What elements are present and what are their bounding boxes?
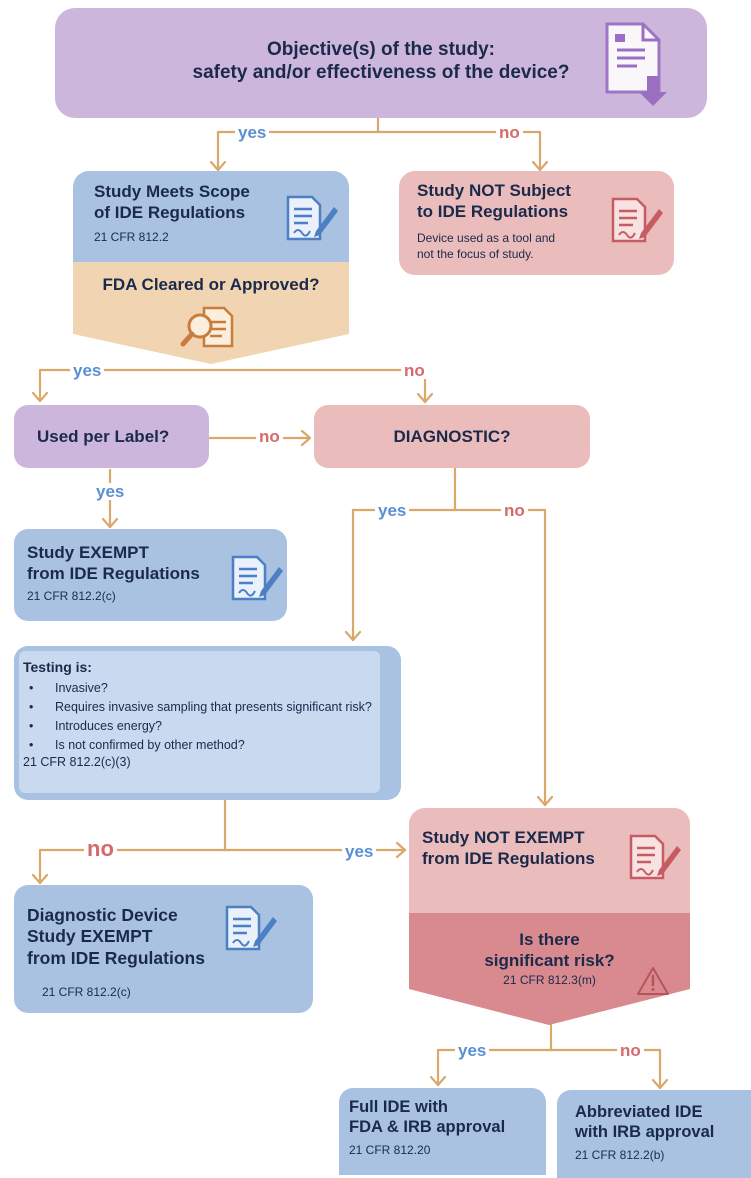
testing-item-sampling: Requires invasive sampling that presents…	[23, 699, 372, 716]
testing-item-energy: Introduces energy?	[23, 718, 372, 735]
testing-item-not-confirmed: Is not confirmed by other method?	[23, 737, 372, 754]
no-label-risk: no	[617, 1042, 644, 1059]
document-pen-icon	[225, 905, 277, 951]
testing-box: Testing is: Invasive? Requires invasive …	[19, 651, 380, 793]
meets-scope-box: Study Meets Scope of IDE Regulations 21 …	[73, 171, 349, 263]
abbrev-ide-line1: Abbreviated IDE	[575, 1103, 703, 1121]
yes-label-scope: yes	[235, 124, 270, 141]
abbrev-ide-box: Abbreviated IDE with IRB approval 21 CFR…	[557, 1090, 751, 1178]
full-ide-cfr: 21 CFR 812.20	[349, 1143, 431, 1157]
magnifier-document-icon	[180, 306, 234, 348]
not-subject-note1: Device used as a tool and	[417, 231, 556, 245]
document-download-icon	[605, 22, 667, 106]
document-pen-icon	[611, 197, 663, 243]
objective-line2: safety and/or effectiveness of the devic…	[192, 62, 570, 84]
yes-label-testing: yes	[342, 843, 377, 860]
significant-risk-shape	[409, 913, 690, 1025]
no-label-not-cleared: no	[401, 362, 428, 379]
objective-box: Objective(s) of the study: safety and/or…	[55, 8, 707, 118]
meets-scope-line2: of IDE Regulations	[94, 202, 246, 222]
diag-exempt-line3: from IDE Regulations	[27, 947, 205, 968]
fda-cleared-title: FDA Cleared or Approved?	[102, 275, 320, 294]
no-label-diagnostic: no	[501, 502, 528, 519]
abbrev-ide-cfr: 21 CFR 812.2(b)	[575, 1148, 665, 1162]
significant-risk-cfr: 21 CFR 812.3(m)	[503, 973, 596, 987]
not-exempt-box: Study NOT EXEMPT from IDE Regulations	[409, 808, 690, 914]
full-ide-line2: FDA & IRB approval	[349, 1118, 506, 1137]
testing-list: Invasive? Requires invasive sampling tha…	[23, 680, 372, 754]
document-pen-icon	[629, 834, 681, 880]
not-subject-line2: to IDE Regulations	[417, 201, 569, 221]
exempt-box: Study EXEMPT from IDE Regulations 21 CFR…	[14, 529, 287, 621]
yes-label-risk: yes	[455, 1042, 490, 1059]
yes-label-per-label: yes	[93, 483, 128, 500]
exempt-line2: from IDE Regulations	[27, 563, 200, 583]
testing-box-outer: Testing is: Invasive? Requires invasive …	[14, 646, 401, 800]
not-subject-note2: not the focus of study.	[417, 247, 534, 262]
significant-risk-title: Is there significant risk?	[409, 930, 690, 971]
used-per-label-title: Used per Label?	[37, 427, 170, 446]
diag-exempt-cfr: 21 CFR 812.2(c)	[42, 985, 131, 999]
meets-scope-line1: Study Meets Scope	[94, 182, 250, 201]
document-pen-icon	[286, 195, 338, 241]
full-ide-box: Full IDE with FDA & IRB approval 21 CFR …	[339, 1088, 546, 1175]
warning-icon	[637, 967, 669, 995]
testing-item-invasive: Invasive?	[23, 680, 372, 697]
yes-label-diagnostic: yes	[375, 502, 410, 519]
testing-cfr: 21 CFR 812.2(c)(3)	[23, 754, 131, 769]
document-pen-icon	[231, 555, 283, 601]
not-exempt-line1: Study NOT EXEMPT	[422, 828, 585, 847]
full-ide-line1: Full IDE with	[349, 1098, 448, 1116]
abbrev-ide-line2: with IRB approval	[575, 1123, 715, 1142]
exempt-line1: Study EXEMPT	[27, 543, 149, 562]
diag-exempt-line2: Study EXEMPT	[27, 926, 153, 947]
not-subject-line1: Study NOT Subject	[417, 181, 571, 200]
no-label-per-label: no	[256, 428, 283, 445]
diag-exempt-box: Diagnostic Device Study EXEMPT from IDE …	[14, 885, 313, 1013]
used-per-label-box: Used per Label?	[14, 405, 209, 468]
meets-scope-cfr: 21 CFR 812.2	[94, 230, 169, 244]
testing-title: Testing is:	[23, 659, 92, 675]
no-label-not-subject: no	[496, 124, 523, 141]
significant-risk-line2: significant risk?	[484, 950, 615, 970]
yes-label-cleared: yes	[70, 362, 105, 379]
exempt-cfr: 21 CFR 812.2(c)	[27, 589, 116, 603]
not-exempt-line2: from IDE Regulations	[422, 848, 595, 868]
diagnostic-box: DIAGNOSTIC?	[314, 405, 590, 468]
objective-line1: Objective(s) of the study:	[266, 39, 496, 60]
not-subject-box: Study NOT Subject to IDE Regulations Dev…	[399, 171, 674, 275]
significant-risk-line1: Is there	[519, 930, 580, 949]
diagnostic-title: DIAGNOSTIC?	[393, 427, 511, 446]
diag-exempt-line1: Diagnostic Device	[27, 905, 178, 925]
no-label-testing: no	[84, 838, 117, 860]
